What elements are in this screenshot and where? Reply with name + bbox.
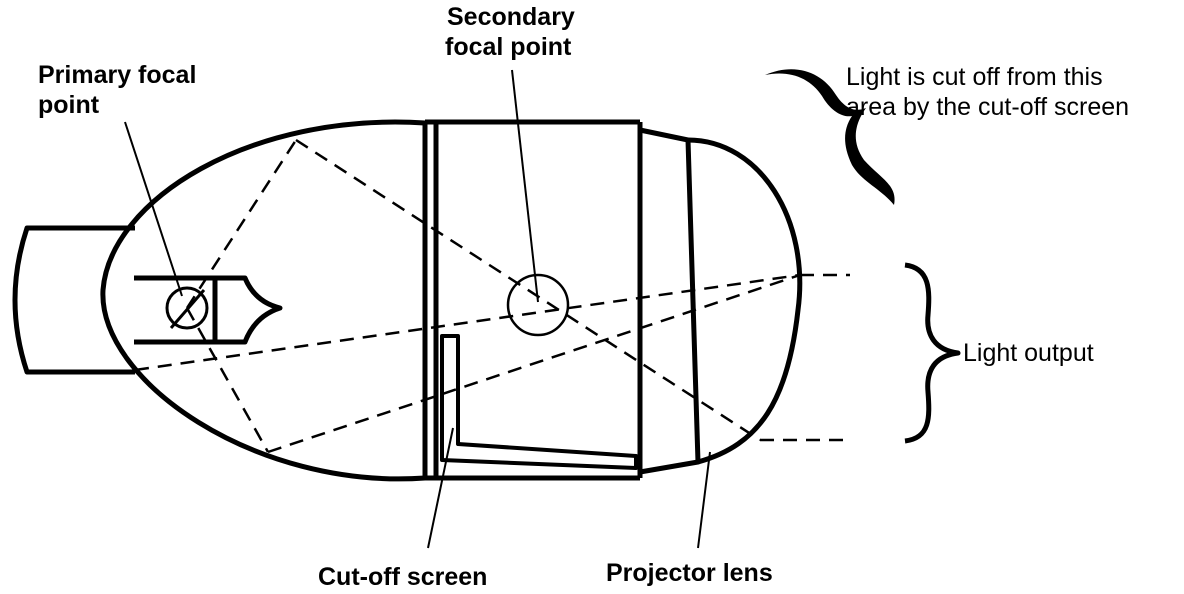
cut-off-area-label: Light is cut off from this area by the c… — [846, 63, 1130, 121]
bulb — [134, 275, 283, 345]
lamp-socket — [12, 225, 135, 375]
leader-lines — [124, 69, 711, 549]
light-output-label: Light output — [963, 339, 1094, 367]
lens-holder — [422, 119, 701, 481]
projector-lens-label: Projector lens — [606, 559, 773, 587]
ellipsoid-reflector — [100, 119, 426, 482]
primary-focal-point-label: Primary focal point — [38, 61, 197, 119]
projector-lens-outline — [687, 137, 803, 465]
primary-focal-point-marker — [165, 286, 209, 330]
light-output-brace — [904, 262, 961, 444]
cut-off-screen-shape — [440, 334, 638, 470]
cut-off-area-brace — [765, 69, 895, 205]
cut-off-screen-label: Cut-off screen — [318, 563, 488, 591]
light-rays — [134, 138, 850, 454]
secondary-focal-point-label: Secondary focal point — [445, 3, 575, 61]
secondary-focal-point-marker — [506, 273, 570, 337]
